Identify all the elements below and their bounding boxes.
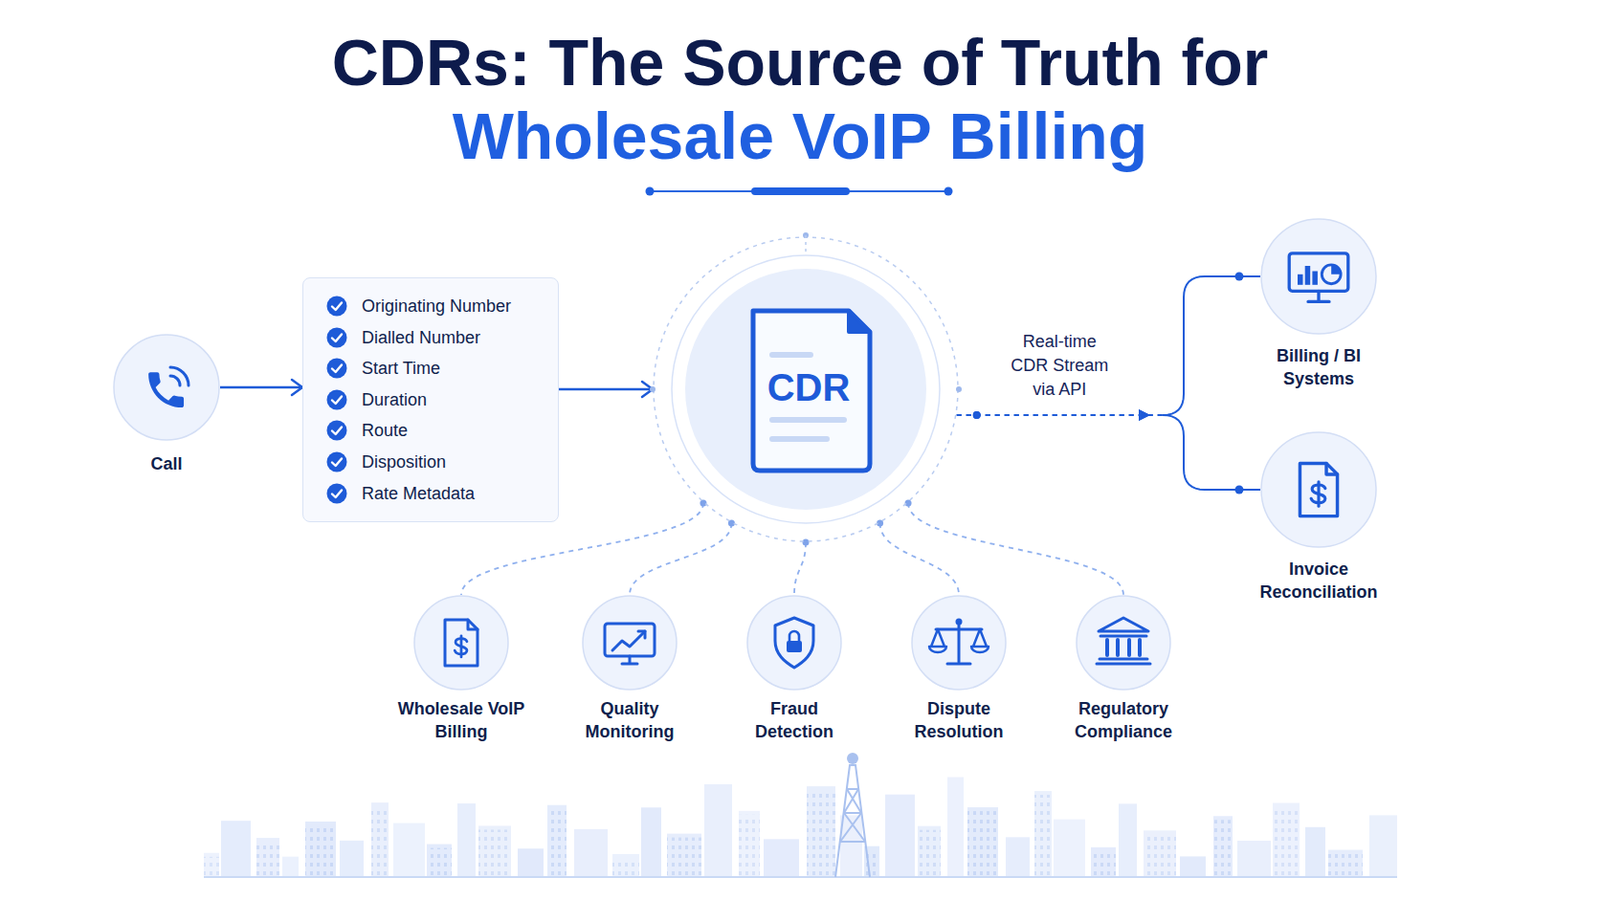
field-name: Duration — [361, 390, 427, 410]
node-label: Billing / BI Systems — [1251, 344, 1386, 391]
use-case-node: Wholesale VoIP Billing — [389, 595, 534, 744]
field-list-box: Originating NumberDialled NumberStart Ti… — [302, 277, 559, 523]
cdr-hub: CDR — [652, 236, 959, 543]
icon — [746, 595, 843, 691]
field-name: Originating Number — [361, 296, 512, 316]
output-node: Invoice Reconciliation — [1242, 431, 1396, 604]
skyline — [203, 753, 1398, 878]
use-case-node: Fraud Detection — [732, 595, 857, 744]
node-label: Call — [109, 452, 224, 476]
icon-circle — [581, 595, 678, 691]
title: CDRs: The Source of Truth for Wholesale … — [225, 25, 1375, 174]
field-name: Route — [361, 421, 408, 441]
connector — [629, 519, 735, 596]
use-case-node: Regulatory Compliance — [1061, 595, 1186, 744]
icon — [413, 595, 510, 691]
icon-circle — [413, 595, 510, 691]
icon — [1075, 595, 1172, 691]
field-name: Start Time — [361, 358, 441, 378]
connector-label-area: Real-time CDR Stream via API — [1006, 330, 1112, 402]
icon — [911, 595, 1007, 691]
check-icon — [326, 357, 348, 379]
field-name: Rate Metadata — [361, 484, 475, 504]
call-node: Call — [109, 333, 224, 476]
field-row: Route — [361, 415, 539, 447]
field-row: Start Time — [361, 353, 539, 385]
icon-circle — [1260, 431, 1378, 549]
node-label: Quality Monitoring — [567, 697, 692, 744]
connector — [956, 409, 1261, 495]
check-icon — [326, 483, 348, 505]
icon — [1260, 431, 1378, 549]
connector — [905, 499, 1124, 596]
title-rule — [645, 187, 954, 197]
field-row: Disposition — [361, 446, 539, 479]
connector — [794, 539, 810, 597]
check-icon — [326, 327, 348, 349]
field-row: Rate Metadata — [361, 478, 539, 511]
field-row: Dialled Number — [361, 322, 539, 355]
output-node: Billing / BI Systems — [1251, 218, 1386, 391]
node-label: Invoice Reconciliation — [1242, 557, 1396, 604]
use-case-node: Dispute Resolution — [896, 595, 1022, 744]
field-name: Dialled Number — [361, 328, 481, 348]
node-label: Fraud Detection — [732, 697, 857, 744]
check-icon — [326, 389, 348, 411]
connector — [220, 379, 303, 396]
icon-circle — [746, 595, 843, 691]
node-label: Wholesale VoIP Billing — [389, 697, 534, 744]
node-label: Regulatory Compliance — [1061, 697, 1186, 744]
icon — [1260, 218, 1378, 335]
icon-circle — [911, 595, 1007, 691]
icon — [581, 595, 678, 691]
icon-circle — [1260, 218, 1378, 335]
field-row: Duration — [361, 384, 539, 417]
use-case-node: Quality Monitoring — [567, 595, 692, 744]
field-row: Originating Number — [361, 290, 539, 323]
connector — [558, 381, 653, 398]
check-icon — [326, 295, 348, 317]
icon-circle — [112, 333, 221, 442]
node-label: Dispute Resolution — [896, 697, 1022, 744]
field-name: Disposition — [361, 452, 446, 472]
icon-circle — [1075, 595, 1172, 691]
hub-label: CDR — [658, 366, 959, 409]
icon — [112, 333, 221, 442]
connector-label: Real-time CDR Stream via API — [1006, 330, 1112, 402]
title-area: CDRs: The Source of Truth for Wholesale … — [225, 25, 1375, 174]
check-icon — [326, 420, 348, 442]
check-icon — [326, 451, 348, 473]
connector — [956, 272, 1261, 423]
